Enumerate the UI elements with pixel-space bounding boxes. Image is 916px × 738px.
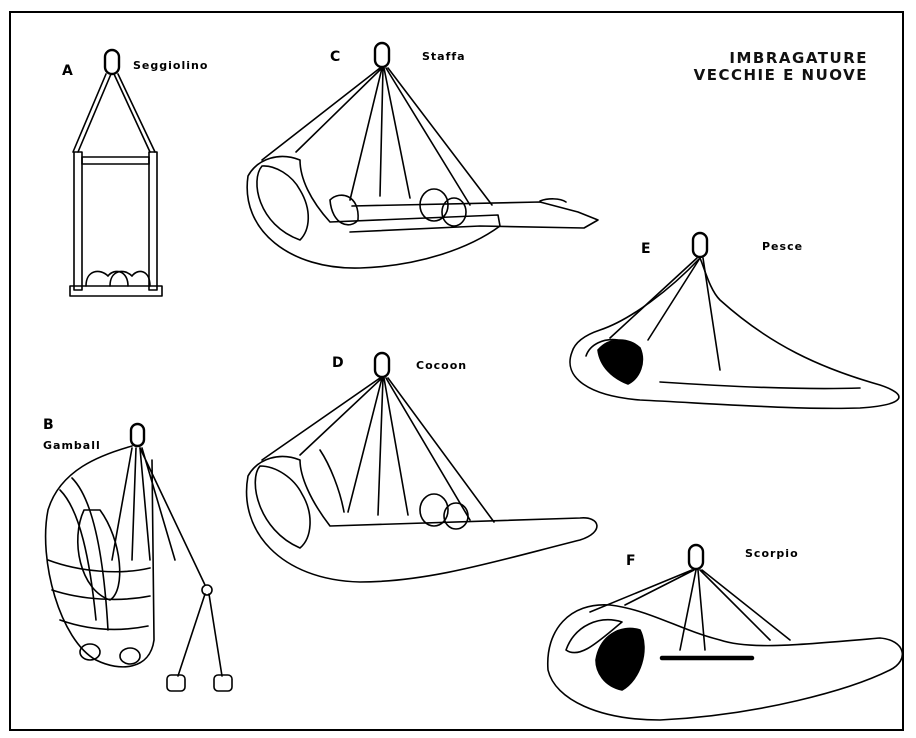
harness-c-staffa	[247, 43, 598, 268]
harness-f-scorpio	[548, 545, 903, 720]
harness-d-name: Cocoon	[416, 360, 467, 371]
carabiner-d	[375, 353, 389, 377]
harness-e-pesce	[570, 233, 899, 408]
carabiner-e	[693, 233, 707, 257]
harness-b-letter: B	[43, 418, 54, 432]
harness-d-letter: D	[332, 356, 344, 370]
harness-c-name: Staffa	[422, 51, 466, 62]
harness-e-name: Pesce	[762, 241, 803, 252]
harness-a-name: Seggiolino	[133, 60, 208, 71]
harness-a-letter: A	[62, 64, 73, 78]
harness-f-name: Scorpio	[745, 548, 799, 559]
harness-c-letter: C	[330, 50, 340, 64]
figure-title: IMBRAGATURE VECCHIE E NUOVE	[694, 50, 868, 84]
carabiner-a	[105, 50, 119, 74]
figure-title-line1: IMBRAGATURE	[694, 50, 868, 67]
harness-a-seggiolino	[70, 50, 162, 296]
harness-b-name: Gamball	[43, 440, 101, 451]
harness-d-cocoon	[247, 353, 597, 582]
carabiner-b	[131, 424, 144, 446]
carabiner-c	[375, 43, 389, 67]
carabiner-f	[689, 545, 703, 569]
harness-e-letter: E	[641, 242, 651, 256]
figure-title-line2: VECCHIE E NUOVE	[694, 67, 868, 84]
harness-b-gamball	[46, 424, 232, 691]
harness-f-letter: F	[626, 554, 636, 568]
